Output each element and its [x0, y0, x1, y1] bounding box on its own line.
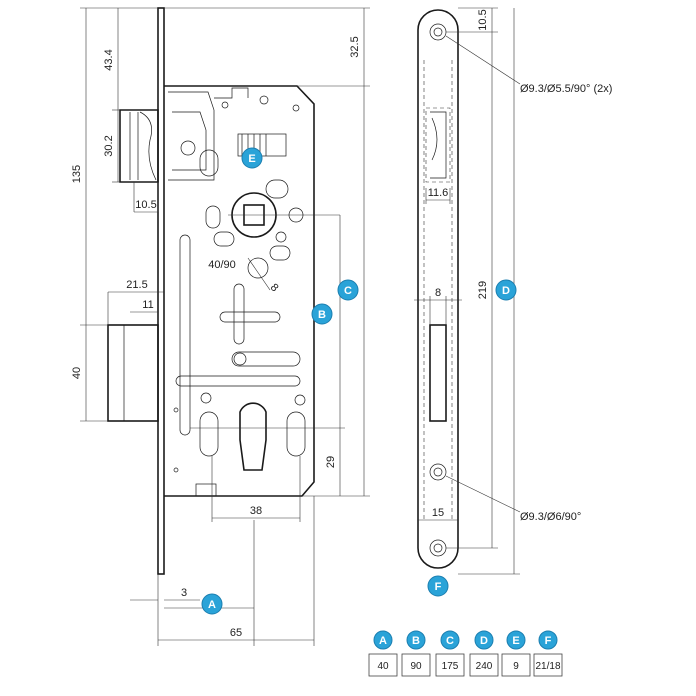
legend-value-b: 90 [410, 661, 422, 672]
badge-d: D [495, 279, 517, 301]
legend-f: F 21/18 [533, 630, 563, 677]
dim-38: 38 [250, 505, 262, 517]
vertical-slot [179, 234, 191, 436]
badge-a: A [201, 593, 223, 615]
left-dimension-labels: 135 43.4 30.2 10.5 21.5 11 40 40/90 8 38… [71, 36, 361, 639]
dim-29: 29 [325, 456, 337, 468]
svg-text:E: E [248, 153, 255, 165]
svg-text:D: D [480, 635, 488, 647]
right-dimension-lines [414, 7, 521, 575]
dim-135: 135 [71, 165, 83, 183]
svg-text:E: E [512, 635, 519, 647]
lock-case-outline [164, 85, 315, 497]
badges: A B C D E F [201, 147, 517, 615]
legend-e: E 9 [501, 630, 531, 677]
legend-c: C 175 [435, 630, 465, 677]
dim-32-5: 32.5 [349, 36, 361, 57]
screw-hole-bottom [429, 539, 447, 557]
dim-65: 65 [230, 627, 242, 639]
dim-11-6: 11.6 [428, 187, 449, 199]
dim-40: 40 [71, 367, 83, 379]
legend-value-c: 175 [442, 661, 459, 672]
dead-bolt [107, 324, 159, 422]
dim-8-plate: 8 [435, 287, 441, 299]
screw-hole-top [429, 23, 447, 41]
dim-3: 3 [181, 587, 187, 599]
legend-value-e: 9 [513, 661, 519, 672]
legend-a: A 40 [368, 630, 398, 677]
legend-d: D 240 [469, 630, 499, 677]
dim-40-90: 40/90 [208, 259, 236, 271]
badge-f: F [427, 575, 449, 597]
svg-text:A: A [208, 599, 216, 611]
dim-43-4: 43.4 [103, 49, 115, 70]
right-dimension-labels: 10.5 11.6 8 219 15 Ø9.3/Ø5.5/90° (2x) Ø9… [428, 9, 613, 523]
latch-opening [425, 107, 451, 183]
dim-11: 11 [142, 299, 153, 311]
svg-text:F: F [435, 581, 442, 593]
horizontal-slot [175, 375, 301, 387]
faceplate-side [157, 7, 165, 575]
left-dimension-lines [80, 7, 370, 646]
badge-b: B [311, 303, 333, 325]
legend-table: A 40 B 90 C 175 D 240 E 9 [368, 630, 563, 677]
fixing-slot-right [286, 411, 306, 457]
dim-21-5: 21.5 [126, 279, 147, 291]
svg-text:F: F [545, 635, 552, 647]
svg-text:D: D [502, 285, 510, 297]
legend-b: B 90 [401, 630, 431, 677]
svg-text:C: C [446, 635, 454, 647]
svg-text:B: B [318, 309, 326, 321]
dim-219: 219 [477, 281, 489, 299]
euro-cylinder-hole [239, 402, 267, 471]
dim-10-5-right: 10.5 [477, 9, 489, 30]
screw-hole-mid [429, 463, 447, 481]
legend-value-a: 40 [377, 661, 389, 672]
dim-8-small: 8 [268, 281, 281, 294]
badge-e: E [241, 147, 263, 169]
lock-body-view [107, 7, 345, 575]
svg-text:A: A [379, 635, 387, 647]
bolt-opening [429, 324, 447, 422]
hole-40-90 [247, 257, 269, 279]
legend-value-d: 240 [476, 661, 493, 672]
dim-30-2: 30.2 [103, 135, 115, 156]
dim-10-5-left: 10.5 [135, 199, 156, 211]
hole-note-bottom: Ø9.3/Ø6/90° [520, 511, 581, 523]
svg-text:C: C [344, 285, 352, 297]
fixing-slot-left [199, 411, 219, 457]
badge-c: C [337, 279, 359, 301]
hole-note-top: Ø9.3/Ø5.5/90° (2x) [520, 83, 612, 95]
dim-15: 15 [432, 507, 444, 519]
legend-value-f: 21/18 [535, 661, 560, 672]
svg-text:B: B [412, 635, 420, 647]
